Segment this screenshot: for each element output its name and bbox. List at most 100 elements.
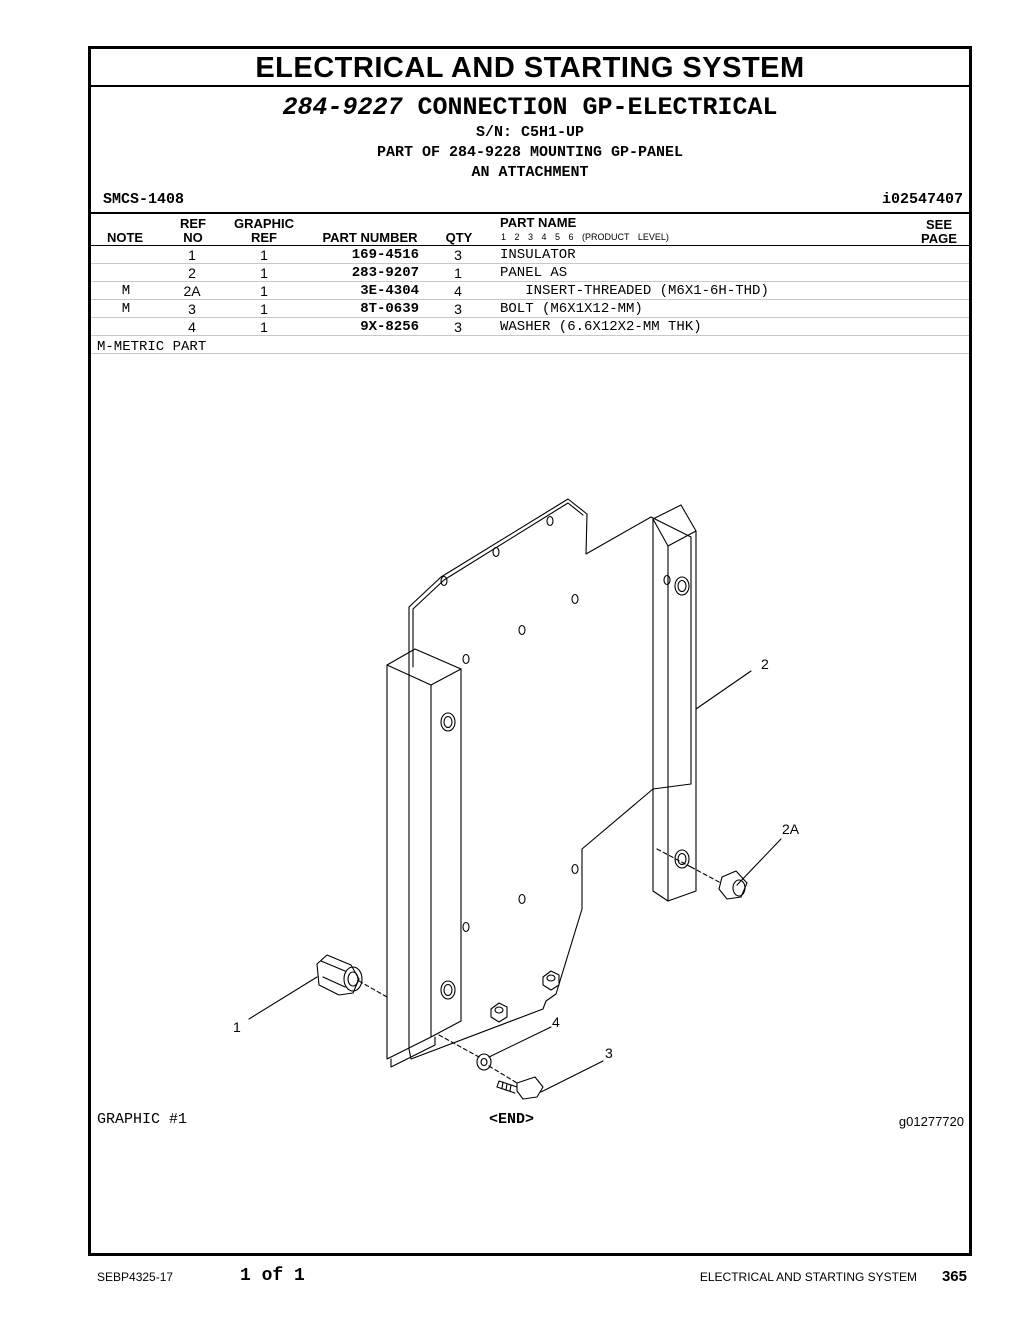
group-number: 284-9227 — [282, 93, 403, 122]
page-frame: ELECTRICAL AND STARTING SYSTEM 284-9227 … — [88, 46, 972, 1256]
row-part-number: 9X-8256 — [360, 319, 419, 335]
table-top-rule — [91, 245, 969, 246]
row-note: M — [121, 301, 131, 317]
product-level-scale: 1 2 3 4 5 6 (PRODUCT LEVEL) — [501, 232, 669, 242]
section-title-bar: ELECTRICAL AND STARTING SYSTEM — [91, 49, 969, 87]
plate-hole — [663, 574, 671, 586]
serial-range: S/N: C5H1-UP — [475, 124, 585, 141]
row-ref: 2A — [183, 283, 201, 299]
leader-line-3 — [540, 1060, 604, 1093]
row-part-name: INSULATOR — [500, 247, 576, 263]
page-of-count: 1 of 1 — [240, 1266, 305, 1286]
document-number: SEBP4325-17 — [97, 1270, 174, 1284]
plate-hole — [571, 863, 579, 875]
leader-line-1 — [248, 976, 318, 1020]
end-marker: <END> — [489, 1111, 535, 1128]
callout-4: 4 — [552, 1014, 560, 1030]
insert-ring — [440, 980, 456, 1000]
row-note: M — [121, 283, 131, 299]
table-row: M 3 1 8T-0639 3 BOLT (M6X1X12-MM) — [91, 300, 969, 318]
panel-plate — [408, 498, 692, 1060]
bolt-part — [496, 1076, 544, 1100]
col-qty: QTY — [445, 230, 473, 245]
table-row: 1 1 169-4516 3 INSULATOR — [91, 246, 969, 264]
insulator-part — [316, 954, 363, 996]
row-ref: 2 — [188, 265, 196, 281]
plate-hole — [546, 515, 554, 527]
plate-hole — [571, 593, 579, 605]
group-name: CONNECTION GP-ELECTRICAL — [417, 93, 778, 122]
row-ref: 1 — [188, 247, 196, 263]
row-part-number: 283-9207 — [351, 265, 419, 281]
plate-hole — [462, 921, 470, 933]
loose-insert-part — [718, 870, 748, 900]
col-ref-no-line1: REF — [180, 216, 206, 231]
table-row: 4 1 9X-8256 3 WASHER (6.6X12X2-MM THK) — [91, 318, 969, 336]
exploded-view-drawing — [248, 498, 782, 1100]
row-part-name: BOLT (M6X1X12-MM) — [500, 301, 643, 317]
washer-part — [476, 1053, 492, 1071]
row-qty: 1 — [454, 265, 462, 281]
row-part-name: INSERT-THREADED (M6X1-6H-THD) — [500, 283, 769, 299]
plate-hole — [492, 546, 500, 558]
row-part-name: PANEL AS — [500, 265, 568, 281]
attachment-label: AN ATTACHMENT — [471, 164, 589, 181]
col-graphic-ref: GRAPHIC REF — [229, 217, 299, 245]
col-see-page-line1: SEE — [925, 217, 952, 232]
col-part-number: PART NUMBER — [322, 230, 418, 245]
leader-line-2a — [736, 838, 782, 886]
group-heading: 284-9227 CONNECTION GP-ELECTRICAL — [91, 93, 969, 122]
page-number: 365 — [941, 1268, 967, 1285]
nut — [490, 1002, 508, 1023]
row-ref: 4 — [188, 319, 196, 335]
right-channel — [667, 530, 697, 902]
illustration-id: i02547407 — [881, 191, 963, 208]
callout-3: 3 — [605, 1045, 613, 1061]
parent-group: PART OF 284-9228 MOUNTING GP-PANEL — [376, 144, 684, 161]
table-row: 2 1 283-9207 1 PANEL AS — [91, 264, 969, 282]
callout-2a: 2A — [782, 821, 800, 837]
insert-ring — [674, 849, 690, 869]
panel-plate-edge — [412, 502, 584, 668]
section-title: ELECTRICAL AND STARTING SYSTEM — [255, 52, 805, 84]
graphic-label: GRAPHIC #1 — [97, 1111, 188, 1128]
row-part-name: WASHER (6.6X12X2-MM THK) — [500, 319, 702, 335]
row-graphic-ref: 1 — [260, 301, 268, 317]
insert-ring — [674, 576, 690, 596]
row-qty: 3 — [454, 319, 462, 335]
row-ref: 3 — [188, 301, 196, 317]
header-divider — [91, 212, 969, 214]
col-see-page-line2: PAGE — [921, 231, 957, 246]
plate-hole — [518, 624, 526, 636]
row-part-number: 8T-0639 — [360, 301, 419, 317]
row-graphic-ref: 1 — [260, 265, 268, 281]
row-qty: 3 — [454, 301, 462, 317]
smcs-code: SMCS-1408 — [103, 191, 185, 208]
plate-hole — [518, 893, 526, 905]
plate-hole — [462, 653, 470, 665]
footnote-row — [91, 336, 969, 354]
plate-hole — [440, 575, 448, 587]
graphic-id: g01277720 — [898, 1114, 964, 1129]
row-graphic-ref: 1 — [260, 283, 268, 299]
row-part-number: 169-4516 — [351, 247, 419, 263]
leader-line-4 — [488, 1026, 552, 1058]
row-graphic-ref: 1 — [260, 247, 268, 263]
col-part-name: PART NAME — [500, 215, 577, 230]
table-row: M 2A 1 3E-4304 4 INSERT-THREADED (M6X1-6… — [91, 282, 969, 300]
callout-2: 2 — [761, 656, 769, 672]
col-graphic-ref-line1: GRAPHIC — [234, 216, 294, 231]
metric-footnote: M-METRIC PART — [97, 339, 207, 355]
col-ref-no-line2: NO — [183, 230, 203, 245]
col-graphic-ref-line2: REF — [251, 230, 277, 245]
col-see-page: SEE PAGE — [917, 218, 961, 246]
callout-1: 1 — [233, 1019, 241, 1035]
col-note: NOTE — [106, 230, 144, 245]
row-qty: 4 — [454, 283, 462, 299]
row-part-number: 3E-4304 — [360, 283, 419, 299]
row-qty: 3 — [454, 247, 462, 263]
col-ref-no: REF NO — [173, 217, 213, 245]
footer-section-title: ELECTRICAL AND STARTING SYSTEM — [699, 1270, 917, 1284]
row-graphic-ref: 1 — [260, 319, 268, 335]
nut — [542, 970, 560, 991]
